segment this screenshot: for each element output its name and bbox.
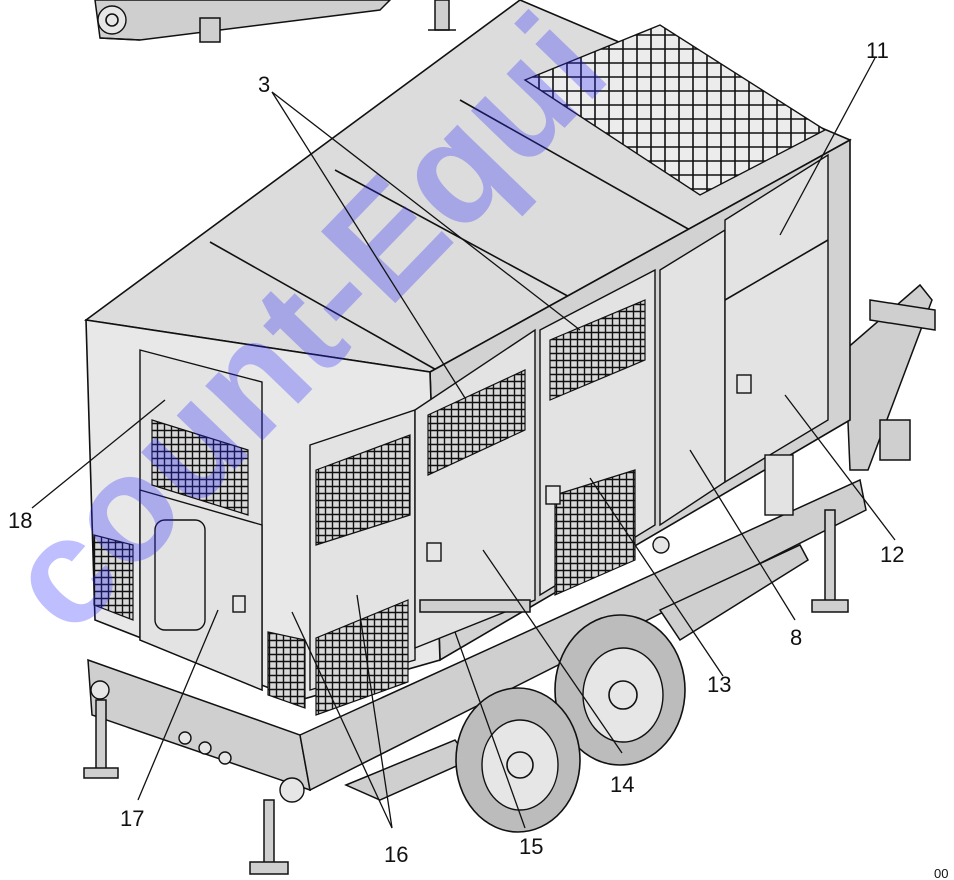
callout-13: 13	[707, 672, 731, 697]
callout-18: 18	[8, 508, 32, 533]
tongue-fragment	[94, 0, 456, 43]
leader-lines	[31, 57, 896, 829]
callout-14: 14	[610, 772, 634, 797]
callout-12: 12	[880, 542, 904, 567]
callout-17: 17	[120, 806, 144, 831]
callout-11: 11	[866, 38, 889, 63]
figure-id: 00	[934, 866, 948, 880]
callout-8: 8	[790, 625, 802, 650]
wheels	[455, 614, 686, 833]
callout-labels: 3 11 18 12 8 13 17 16 14 15	[8, 38, 904, 867]
callout-3: 3	[258, 72, 270, 97]
enclosure	[83, 0, 852, 716]
callout-16: 16	[384, 842, 408, 867]
jack-stands	[83, 509, 849, 875]
callout-15: 15	[519, 834, 543, 859]
